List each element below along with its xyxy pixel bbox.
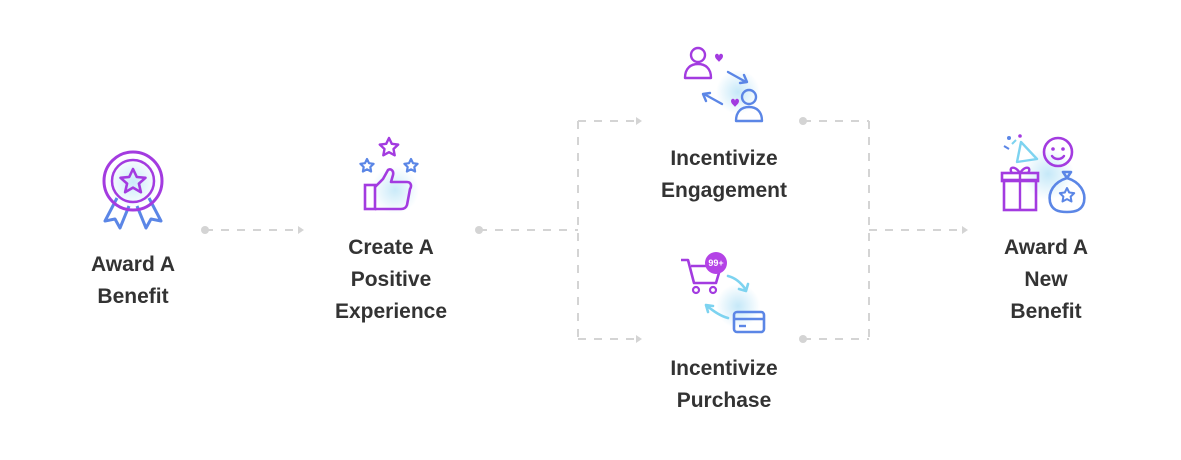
step-label-line: Incentivize — [670, 357, 778, 380]
gift-moneybag-icon — [1000, 134, 1086, 214]
step-label-line: Benefit — [1010, 300, 1082, 323]
notification-badge — [705, 252, 727, 274]
step-label-line: Create A — [348, 236, 434, 259]
step-label: Award A New Benefit — [971, 232, 1121, 328]
step-label-line: Award A — [90, 253, 176, 276]
user-exchange-icon — [683, 46, 764, 123]
notification-badge-text: 99+ — [708, 258, 723, 268]
connector-arrowhead — [298, 226, 304, 234]
step-label-line: New — [1024, 268, 1068, 291]
connector-start-dot — [475, 226, 483, 234]
connector-start-dot — [799, 335, 807, 343]
award-medal-icon — [102, 150, 164, 230]
step-label-line: Engagement — [660, 179, 788, 202]
cart-card-exchange-icon: 99+ — [681, 252, 766, 334]
step-label-line: Award A — [1003, 236, 1089, 259]
thumbs-up-stars-icon — [359, 136, 419, 214]
step-label-line: Purchase — [676, 389, 772, 412]
step-label-line: Incentivize — [670, 147, 778, 170]
step-label-line: Benefit — [97, 285, 169, 308]
connector-arrowhead — [962, 226, 968, 234]
connector-start-dot — [799, 117, 807, 125]
step-label: Incentivize Engagement — [646, 143, 802, 207]
step-label: Award A Benefit — [63, 249, 203, 313]
connector-arrowhead — [636, 117, 642, 125]
step-label-line: Experience — [334, 300, 448, 323]
step-label-line: Positive — [350, 268, 432, 291]
step-label: Create A Positive Experience — [316, 232, 466, 328]
connector-arrowhead — [636, 335, 642, 343]
connector-start-dot — [201, 226, 209, 234]
step-label: Incentivize Purchase — [646, 353, 802, 417]
